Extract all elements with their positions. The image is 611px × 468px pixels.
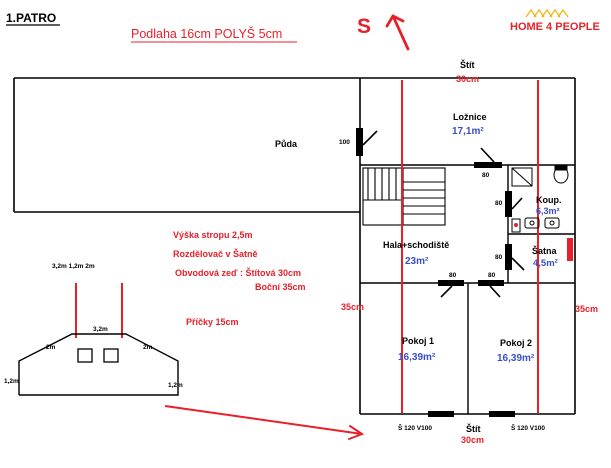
section-left-wall: 1,2m [4, 378, 19, 385]
door-label-hala-right: 80 [488, 272, 496, 279]
door-pokoj1 [438, 280, 464, 298]
logo-text: HOME 4 PEOPLE [510, 21, 600, 33]
sink-icon-2 [544, 217, 560, 229]
room-loznice: Ložnice [453, 112, 487, 122]
note-distributor: Rozdělovač v Šatně [173, 248, 258, 259]
room-puda: Půda [275, 139, 298, 149]
distributor-unit [567, 238, 573, 261]
interior-walls [360, 164, 575, 414]
outer-walls [13, 77, 576, 415]
pointer-arrow-icon [164, 405, 365, 440]
bathroom-fixtures [511, 164, 569, 233]
window-right-label: Š 120 V100 [511, 423, 545, 432]
door-label-puda: 100 [339, 139, 350, 146]
shower-icon [511, 167, 533, 187]
door-loznice [474, 147, 502, 168]
section-window-left [77, 348, 93, 363]
door-label-satna: 80 [495, 254, 503, 261]
room-hala-area: 23m² [405, 256, 429, 267]
sink-icon [524, 217, 540, 229]
section-right-slope: 2m [143, 344, 153, 351]
wall-stit-top-thickness: 30cm [456, 74, 479, 84]
wall-stit-bottom: Štít [466, 423, 481, 434]
floor-note: Podlaha 16cm POLYŠ 5cm [131, 26, 282, 41]
window-right [489, 411, 515, 417]
room-satna: Šatna [532, 245, 558, 256]
logo: HOME 4 PEOPLE [510, 8, 600, 33]
north-letter: S [357, 15, 371, 38]
room-pokoj1-area: 16,39m² [398, 352, 436, 363]
north-arrow-icon [385, 14, 410, 51]
staircase [362, 167, 446, 226]
room-satna-area: 4,5m² [533, 258, 558, 269]
section-roof-width: 3,2m [93, 326, 108, 333]
note-ceiling: Výška stropu 2,5m [173, 230, 253, 240]
room-pokoj2-area: 16,39m² [497, 353, 535, 364]
room-hala: Hala+schodiště [383, 240, 449, 250]
room-koupelna: Koup. [536, 195, 562, 205]
window-left-label: Š 120 V100 [398, 423, 432, 432]
note-partitions: Příčky 15cm [186, 317, 239, 327]
wall-left-thickness: 35cm [341, 302, 364, 312]
room-koupelna-area: 6,3m² [536, 206, 560, 216]
door-puda [356, 128, 378, 156]
door-satna [505, 244, 525, 271]
door-label-koupelna: 80 [495, 200, 503, 207]
wall-right-thickness: 35cm [575, 304, 598, 314]
section-right-wall: 1,2m [168, 382, 183, 389]
floor-title: 1.PATRO [6, 11, 56, 25]
section-top-labels: 3,2m 1,2m 2m [52, 263, 95, 270]
section-left-slope: 2m [46, 344, 56, 351]
door-label-loznice: 80 [482, 172, 490, 179]
window-left [428, 411, 454, 417]
door-label-hala-left: 80 [449, 272, 457, 279]
roof-section [18, 283, 179, 396]
wall-stit-bottom-thickness: 30cm [461, 435, 484, 445]
wall-stit-top: Štít [460, 59, 475, 70]
section-window-right [103, 348, 119, 363]
room-loznice-area: 17,1m² [452, 126, 484, 137]
note-outer-wall-side: Boční 35cm [255, 282, 306, 292]
note-outer-wall: Obvodová zeď : Štítová 30cm [175, 267, 301, 278]
door-pokoj2 [478, 280, 504, 298]
logo-houses-icon [525, 8, 569, 18]
door-koupelna [505, 191, 523, 217]
room-pokoj2: Pokoj 2 [500, 338, 532, 348]
room-pokoj1: Pokoj 1 [402, 336, 434, 346]
dimension-axes [401, 80, 539, 413]
